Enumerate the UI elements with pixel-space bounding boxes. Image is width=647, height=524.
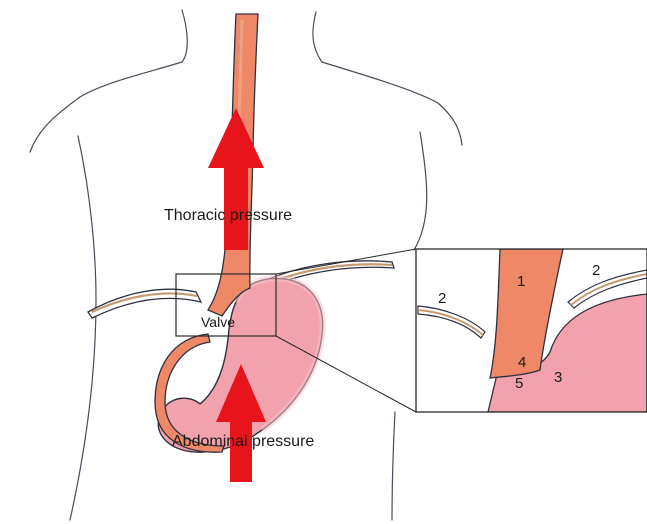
abdominal-pressure-label: Abdominal pressure (172, 433, 314, 450)
left-diaphragm (88, 289, 201, 318)
inset-label-5: 5 (515, 375, 523, 392)
inset-label-2-left: 2 (438, 290, 446, 307)
right-torso-line (414, 132, 427, 250)
zoom-connector-top (276, 249, 416, 274)
inset-label-2-right: 2 (592, 262, 600, 279)
inset-label-4: 4 (518, 354, 526, 371)
inset-label-1: 1 (517, 273, 525, 290)
thoracic-pressure-arrow (208, 108, 264, 250)
valve-label: Valve (201, 314, 235, 330)
right-lower-torso-line (392, 412, 395, 520)
inset-label-3: 3 (554, 369, 562, 386)
thoracic-pressure-label: Thoracic pressure (164, 207, 292, 224)
inset-magnified-view (416, 249, 647, 412)
left-torso-line (70, 136, 96, 520)
left-shoulder-line (30, 62, 182, 152)
right-shoulder-line (322, 62, 462, 145)
neck-left-line (182, 10, 187, 62)
neck-right-line (313, 12, 322, 62)
